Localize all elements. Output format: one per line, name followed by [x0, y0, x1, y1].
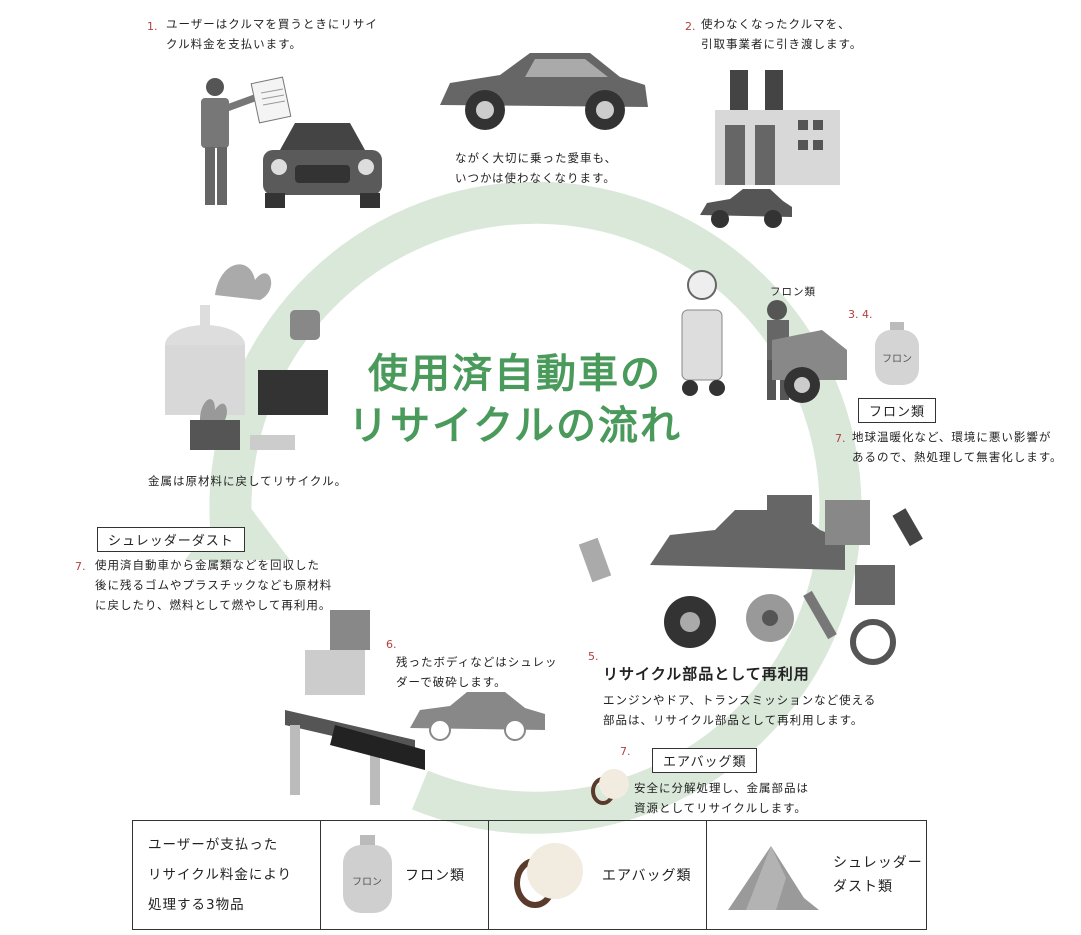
title-line2: リサイクルの流れ — [348, 403, 682, 449]
dust-pile-icon — [728, 845, 819, 910]
shredder-machine-illustration — [285, 610, 425, 805]
item-freon-name: フロン類 — [405, 868, 465, 884]
freon-canister-icon: フロン — [875, 322, 919, 385]
table-item-shredder-dust: シュレッダー ダスト類 — [706, 820, 927, 930]
center-note: ながく大切に乗った愛車も、 いつかは使わなくなります。 — [455, 151, 618, 185]
step7-shredder-text: 使用済自動車から金属類などを回収した 後に残るゴムやプラスチックなども原材料 に… — [95, 558, 333, 612]
metal-recycling-illustration — [165, 264, 328, 450]
table-item-airbag: エアバッグ類 — [488, 820, 707, 930]
step1-text: ユーザーはクルマを買うときにリサイ クル料金を支払います。 — [166, 17, 378, 51]
step6-number: 6. — [386, 638, 397, 651]
item-shredder-name-1: シュレッダー — [833, 855, 923, 871]
step7-freon-number: 7. — [835, 432, 846, 445]
page-title: 使用済自動車の リサイクルの流れ — [335, 348, 695, 452]
step2-text: 使わなくなったクルマを、 引取事業者に引き渡します。 — [701, 17, 863, 51]
title-line1: 使用済自動車の — [368, 351, 662, 397]
step7-airbag-number: 7. — [620, 745, 631, 758]
airbag-icon — [514, 843, 583, 908]
airbag-icon — [591, 769, 629, 805]
small-car-illustration — [700, 189, 792, 228]
step7-freon-text: 地球温暖化など、環境に悪い影響が あるので、熱処理して無害化します。 — [852, 430, 1063, 464]
step6-text: 残ったボディなどはシュレッ ダーで破砕します。 — [396, 655, 558, 689]
factory-illustration — [715, 70, 840, 185]
step34-number: 3. 4. — [848, 308, 873, 321]
step5-heading: リサイクル部品として再利用 — [603, 665, 810, 683]
new-car-front-illustration — [263, 123, 382, 208]
step5-text: エンジンやドア、トランスミッションなど使える 部品は、リサイクル部品として再利用… — [603, 693, 877, 727]
recycled-parts-illustration — [578, 495, 923, 665]
step1-number: 1. — [147, 20, 158, 33]
shredder-dust-box-label: シュレッダーダスト — [97, 527, 245, 552]
canister-text: フロン — [882, 354, 912, 365]
stripped-car-body-illustration — [410, 692, 545, 741]
step2-number: 2. — [685, 20, 696, 33]
step7-airbag-text: 安全に分解処理し、金属部品は 資源としてリサイクルします。 — [634, 781, 809, 815]
freon-box-label: フロン類 — [858, 398, 937, 423]
canister-text: フロン — [352, 877, 382, 888]
freon-canister-icon: フロン — [343, 835, 392, 913]
metal-recycle-text: 金属は原材料に戻してリサイクル。 — [148, 474, 348, 488]
person-with-document-illustration — [201, 76, 292, 205]
airbag-box-label: エアバッグ類 — [652, 748, 758, 773]
step7-shredder-number: 7. — [75, 560, 86, 573]
table-label-cell: ユーザーが支払った リサイクル料金により 処理する3物品 — [132, 820, 321, 930]
freon-recovery-illustration — [681, 270, 847, 403]
three-items-table: ユーザーが支払った リサイクル料金により 処理する3物品 フロン フロン類 — [132, 820, 927, 930]
step5-number: 5. — [588, 650, 599, 663]
old-car-side-illustration — [440, 53, 648, 130]
item-shredder-name-2: ダスト類 — [833, 879, 893, 895]
table-item-freon: フロン フロン類 — [320, 820, 489, 930]
item-airbag-name: エアバッグ類 — [602, 868, 692, 884]
freon-small-label: フロン類 — [770, 286, 816, 298]
